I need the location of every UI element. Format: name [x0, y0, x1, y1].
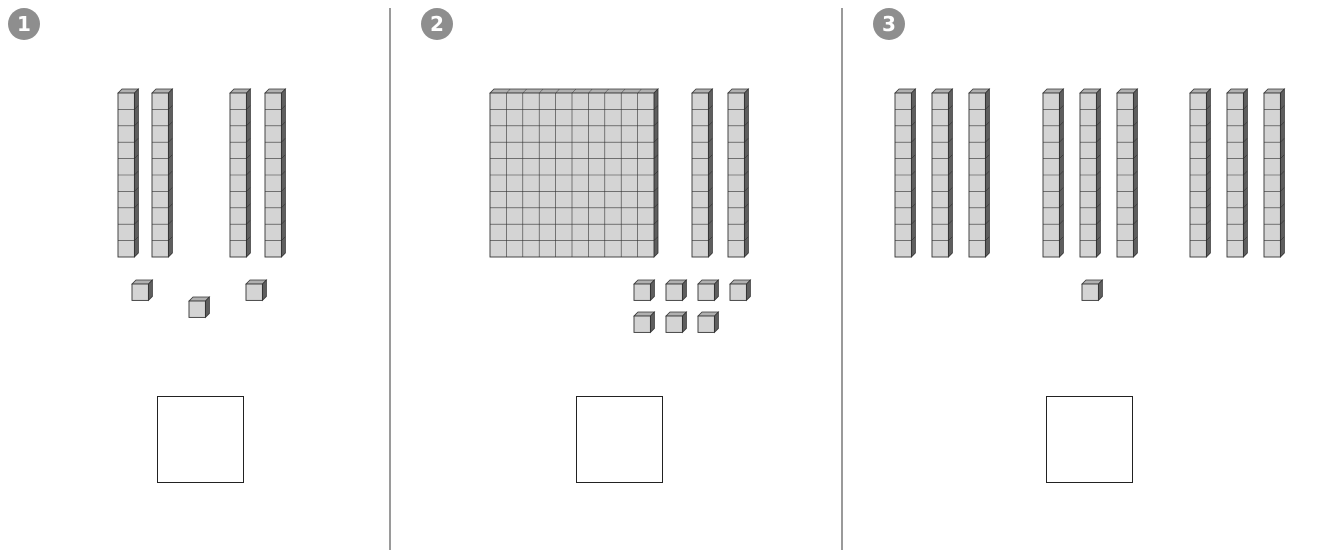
problem-2-unit-cube [698, 280, 718, 300]
problem-1-answer-box[interactable] [157, 396, 244, 483]
problem-3-ten-rod [1264, 89, 1284, 257]
problem-3-ten-rod [1190, 89, 1210, 257]
problem-2-unit-cube [730, 280, 750, 300]
problem-2-unit-cube [698, 312, 718, 332]
problem-3-ten-rod [969, 89, 989, 257]
problem-3-answer-box[interactable] [1046, 396, 1133, 483]
problem-3-ten-rod [895, 89, 915, 257]
problem-2-answer-box[interactable] [576, 396, 663, 483]
problem-1-ten-rod [230, 89, 250, 257]
problem-2-unit-cube [666, 280, 686, 300]
problem-2-ten-rod [728, 89, 748, 257]
problem-1-unit-cube [189, 297, 209, 317]
problem-3-ten-rod [1080, 89, 1100, 257]
problem-3-ten-rod [932, 89, 952, 257]
problem-3-ten-rod [1043, 89, 1063, 257]
problem-2-hundred-flat [490, 89, 658, 257]
problem-1-unit-cube [132, 280, 152, 300]
problem-2-unit-cube [634, 312, 654, 332]
problem-2-unit-cube [666, 312, 686, 332]
problem-3-ten-rod [1227, 89, 1247, 257]
problem-1-ten-rod [265, 89, 285, 257]
problem-1-ten-rod [152, 89, 172, 257]
problem-2-ten-rod [692, 89, 712, 257]
problem-3-unit-cube [1082, 280, 1102, 300]
problem-2-unit-cube [634, 280, 654, 300]
problem-1-ten-rod [118, 89, 138, 257]
problem-3-ten-rod [1117, 89, 1137, 257]
problem-1-unit-cube [246, 280, 266, 300]
